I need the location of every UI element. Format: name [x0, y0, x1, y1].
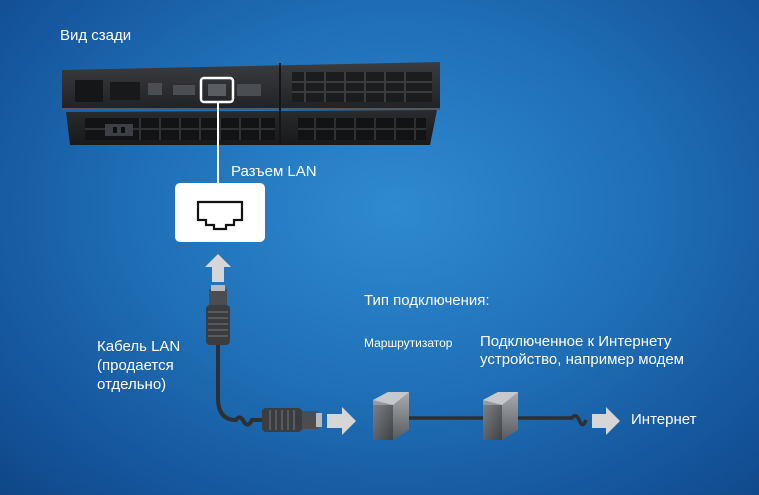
router-label: Маршрутизатор — [364, 336, 453, 350]
right-arrow-2 — [592, 407, 620, 435]
router-device — [373, 392, 409, 440]
ethernet-port-icon — [196, 200, 244, 231]
right-arrow-1 — [327, 407, 356, 435]
cable-label-line3: отдельно) — [97, 376, 167, 393]
modem-label-line1: Подключенное к Интернету — [480, 333, 672, 350]
up-arrow — [205, 254, 231, 282]
internet-cable — [518, 414, 588, 427]
cable-label-line1: Кабель LAN — [97, 338, 181, 355]
console-rear — [62, 62, 440, 145]
internet-label: Интернет — [631, 411, 697, 428]
modem-device — [483, 392, 518, 440]
rear-view-label: Вид сзади — [60, 27, 132, 44]
connection-type-label: Тип подключения: — [364, 292, 490, 309]
cable-label-line2: (продается — [97, 357, 174, 374]
lan-cable — [206, 285, 322, 432]
modem-label-line2: устройство, например модем — [480, 351, 684, 368]
lan-port-box — [175, 183, 265, 242]
lan-port-label: Разъем LAN — [231, 163, 317, 180]
